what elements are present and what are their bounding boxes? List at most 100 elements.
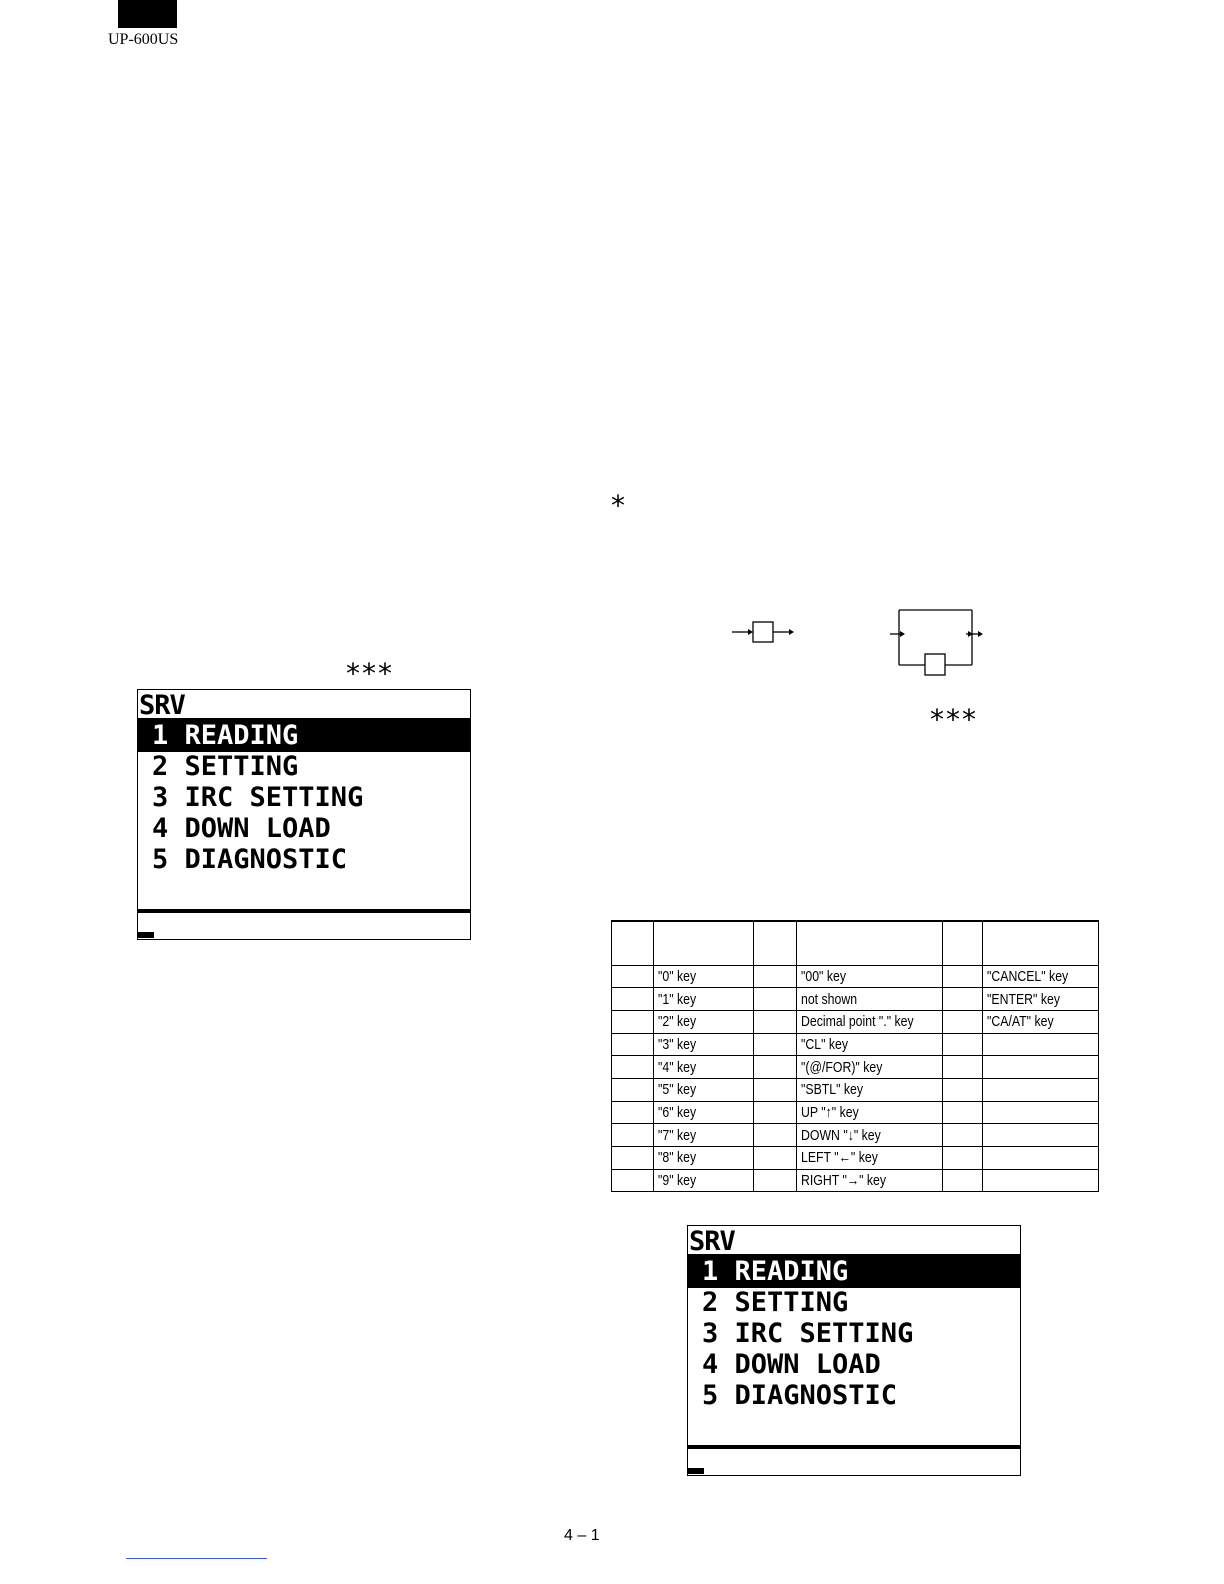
lcd-divider — [138, 909, 470, 913]
table-cell — [610, 1077, 655, 1102]
table-cell — [753, 964, 797, 989]
table-cell — [610, 987, 655, 1011]
lcd-selection-highlight — [138, 718, 470, 752]
table-row: "1" key not shown "ENTER" key — [610, 987, 1099, 1011]
table-header-row — [610, 920, 1099, 966]
lcd-menu-item: 2 SETTING — [702, 1287, 849, 1318]
table-cell-text: "7" key — [658, 1126, 697, 1144]
table-cell — [941, 987, 984, 1011]
table-cell: "4" key — [653, 1055, 755, 1079]
table-cell-text: LEFT "←" key — [800, 1149, 878, 1167]
table-cell: "5" key — [653, 1077, 755, 1102]
table-cell — [610, 1032, 655, 1057]
table-cell — [610, 964, 655, 989]
table-cell: not shown — [795, 987, 943, 1011]
table-cell — [610, 1009, 655, 1034]
note-asterisk: * — [611, 489, 627, 522]
table-cell-text: RIGHT "→" key — [800, 1172, 886, 1190]
table-row: "4" key "(@/FOR)" key — [610, 1055, 1099, 1079]
table-cell — [753, 1009, 797, 1034]
table-cell — [753, 1077, 797, 1102]
table-row: "0" key "00" key "CANCEL" key — [610, 964, 1099, 989]
lcd-screen-left: SRV 1 READING 2 SETTING 3 IRC SETTING 4 … — [137, 689, 471, 940]
lcd-menu-item: 3 IRC SETTING — [152, 782, 364, 813]
table-cell: "1" key — [653, 987, 755, 1011]
table-cell — [753, 1123, 797, 1147]
table-cell: LEFT "←" key — [795, 1146, 943, 1170]
table-cell-text: "(@/FOR)" key — [800, 1058, 882, 1076]
table-cell-text: "0" key — [658, 967, 697, 985]
table-row: "6" key UP "↑" key — [610, 1100, 1099, 1125]
table-cell — [982, 1077, 1099, 1102]
table-cell — [982, 1055, 1099, 1079]
table-cell-text: DOWN "↓" key — [800, 1126, 881, 1144]
table-cell-text: "CL" key — [800, 1035, 848, 1053]
table-cell: "SBTL" key — [795, 1077, 943, 1102]
table-cell — [610, 1055, 655, 1079]
table-cell — [941, 1123, 984, 1147]
table-cell — [941, 1168, 984, 1193]
lcd-menu-item: 3 IRC SETTING — [702, 1318, 914, 1349]
lcd-selection-highlight — [688, 1254, 1020, 1288]
table-cell — [982, 1032, 1099, 1057]
table-cell — [941, 1100, 984, 1125]
table-cell: "6" key — [653, 1100, 755, 1125]
table-cell-text: "SBTL" key — [800, 1081, 863, 1099]
table-cell: "7" key — [653, 1123, 755, 1147]
lcd-title: SRV — [139, 690, 186, 721]
lcd-menu-item: 5 DIAGNOSTIC — [152, 844, 348, 875]
triple-asterisk-left: *** — [346, 657, 394, 690]
table-cell-text: "3" key — [658, 1035, 697, 1053]
table-cell-text: UP "↑" key — [800, 1103, 859, 1121]
table-cell — [753, 1100, 797, 1125]
lcd-title: SRV — [689, 1226, 736, 1257]
table-cell — [941, 964, 984, 989]
table-cell — [941, 1009, 984, 1034]
table-cell: "CA/AT" key — [982, 1009, 1099, 1034]
table-cell-text: "CA/AT" key — [987, 1013, 1054, 1031]
table-cell: UP "↑" key — [795, 1100, 943, 1125]
table-cell-text: "9" key — [658, 1172, 697, 1190]
table-cell-text: Decimal point "." key — [800, 1013, 914, 1031]
table-cell-text: "ENTER" key — [987, 990, 1061, 1008]
lcd-menu-item: 1 READING — [702, 1256, 849, 1287]
table-cell — [610, 1146, 655, 1170]
table-cell-text: "CANCEL" key — [987, 967, 1069, 985]
table-row: "9" key RIGHT "→" key — [610, 1168, 1099, 1193]
table-cell — [941, 1055, 984, 1079]
table-cell — [753, 1168, 797, 1193]
flow-diagram-simple — [732, 620, 796, 646]
lcd-cursor — [688, 1468, 704, 1474]
table-cell: "0" key — [653, 964, 755, 989]
table-cell — [610, 1168, 655, 1193]
lcd-menu-item: 5 DIAGNOSTIC — [702, 1380, 898, 1411]
flow-diagram-loop — [886, 606, 986, 678]
table-cell-text: "6" key — [658, 1103, 697, 1121]
lcd-menu-item: 4 DOWN LOAD — [152, 813, 331, 844]
lcd-cursor — [138, 932, 154, 938]
table-cell: RIGHT "→" key — [795, 1168, 943, 1193]
table-cell: "00" key — [795, 964, 943, 989]
table-cell — [941, 1146, 984, 1170]
lcd-menu-item: 1 READING — [152, 720, 299, 751]
table-cell — [610, 1100, 655, 1125]
table-cell — [982, 1168, 1099, 1193]
table-row: "3" key "CL" key — [610, 1032, 1099, 1057]
page-number: 4 – 1 — [564, 1527, 600, 1544]
table-cell — [982, 1123, 1099, 1147]
table-cell: "9" key — [653, 1168, 755, 1193]
table-cell — [753, 1146, 797, 1170]
table-cell — [982, 1100, 1099, 1125]
table-cell: "CANCEL" key — [982, 964, 1099, 989]
table-cell: Decimal point "." key — [795, 1009, 943, 1034]
table-cell: "2" key — [653, 1009, 755, 1034]
table-row: "7" key DOWN "↓" key — [610, 1123, 1099, 1147]
table-cell — [753, 987, 797, 1011]
table-cell: "3" key — [653, 1032, 755, 1057]
table-cell-text: "4" key — [658, 1058, 697, 1076]
table-row: "2" key Decimal point "." key "CA/AT" key — [610, 1009, 1099, 1034]
table-cell-text: "1" key — [658, 990, 697, 1008]
lcd-divider — [688, 1445, 1020, 1449]
header-black-tab — [118, 0, 177, 28]
